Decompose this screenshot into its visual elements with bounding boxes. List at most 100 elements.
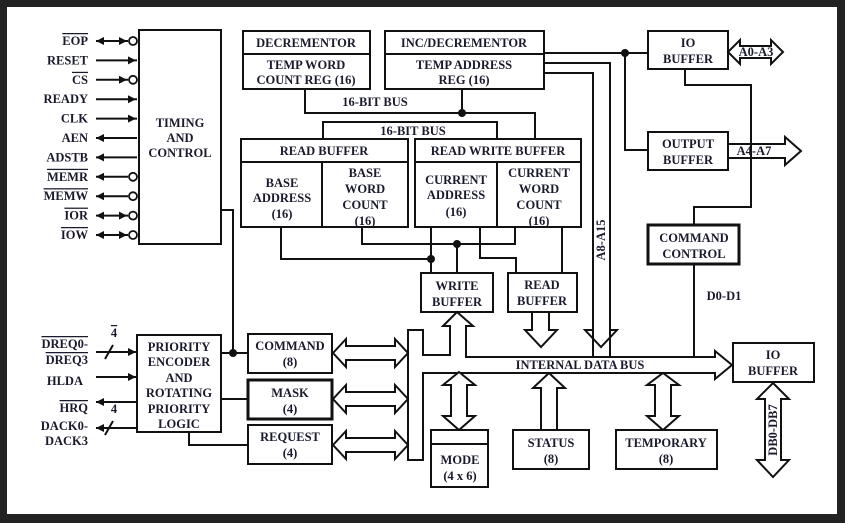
arrow-left-icon <box>96 424 104 432</box>
arrow-left-icon <box>96 153 104 162</box>
a8-a15-line-1 <box>544 62 611 370</box>
inversion-bubble-icon <box>128 191 138 202</box>
block-label: CONTROL <box>662 247 725 261</box>
signal-hrq: HRQ <box>60 398 136 415</box>
block-label: (16) <box>355 214 376 228</box>
signal-ior: IOR <box>64 209 138 223</box>
bus-label: DB0-DB7 <box>766 404 780 455</box>
signal-memr: MEMR <box>47 170 138 184</box>
block-label: ADDRESS <box>427 188 485 202</box>
block-label: TIMING <box>156 116 205 130</box>
block-label: BASE <box>349 166 382 180</box>
block-label: BUFFER <box>432 295 483 309</box>
block-label: DECREMENTOR <box>256 36 357 50</box>
bus-width-label: 4 <box>111 402 118 416</box>
inversion-bubble-icon <box>128 36 138 46</box>
bus-label: 16-BIT BUS <box>380 124 445 138</box>
a4-a7-output-arrow <box>727 134 803 168</box>
read-buffer-to-bus-arrow <box>522 311 560 349</box>
timing-to-priority-line <box>221 209 234 353</box>
signal-label: MEMR <box>47 170 89 184</box>
arrow-right-icon <box>128 114 136 123</box>
bus-label: D0-D1 <box>707 289 742 303</box>
signal-hlda: HLDA <box>47 373 136 388</box>
a0-a3-bidirectional-arrow <box>726 37 785 67</box>
block-label: TEMP ADDRESS <box>416 58 512 72</box>
arrow-right-icon <box>128 56 136 65</box>
block-label: (4) <box>283 446 298 460</box>
signal-label: CS <box>72 73 88 87</box>
inc-decrementor-block: INC/DECREMENTOR TEMP ADDRESS REG (16) <box>384 30 545 90</box>
block-label: CURRENT <box>425 173 487 187</box>
arrow-right-icon <box>128 348 136 356</box>
signal-dack0: DACK0-DACK3 4 <box>41 402 136 448</box>
io-buffer-top-block: IO BUFFER <box>647 30 729 70</box>
inversion-bubble-icon <box>128 230 138 240</box>
signal-label: DREQ0- <box>41 337 88 351</box>
block-label: (16) <box>529 214 550 228</box>
signal-clk: CLK <box>61 112 137 126</box>
block-label: (8) <box>544 452 559 466</box>
inversion-bubble-icon <box>128 171 138 182</box>
status-register: STATUS (8) <box>512 429 590 470</box>
internal-data-bus <box>407 310 734 461</box>
block-label: TEMP WORD <box>267 58 346 72</box>
block-label: BASE <box>266 176 299 190</box>
block-label: ENCODER <box>148 355 211 369</box>
signal-adstb: ADSTB <box>46 150 137 164</box>
block-label: LOGIC <box>158 417 200 431</box>
signal-label: DACK3 <box>45 434 88 448</box>
block-label: (8) <box>283 355 298 369</box>
block-label: BUFFER <box>517 294 568 308</box>
block-label: WORD <box>519 182 559 196</box>
block-label: CURRENT <box>508 166 570 180</box>
signal-label: HLDA <box>47 374 83 388</box>
arrow-left-icon <box>96 231 104 239</box>
block-label: AND <box>166 131 193 145</box>
block-label: COMMAND <box>659 231 728 245</box>
bus-label: 16-BIT BUS <box>342 95 407 109</box>
block-label: OUTPUT <box>662 137 715 151</box>
read-buffer-block: READ BUFFER <box>507 272 578 313</box>
bus-width-slash <box>104 344 114 360</box>
signal-aen: AEN <box>62 131 137 145</box>
block-label: STATUS <box>528 436 575 450</box>
write-buffer-block: WRITE BUFFER <box>420 272 494 313</box>
a8-a15-line-2 <box>544 72 594 370</box>
arrow-left-icon <box>96 172 104 181</box>
block-label: BUFFER <box>663 153 714 167</box>
signal-label: IOW <box>61 228 89 242</box>
read-write-buffer-group: READ WRITE BUFFER CURRENT ADDRESS (16) C… <box>414 138 582 228</box>
arrow-right-icon <box>119 231 127 239</box>
signal-label: AEN <box>62 131 88 145</box>
junction-dot <box>229 349 237 357</box>
inversion-bubble-icon <box>128 74 138 85</box>
timing-control-block: TIMING AND CONTROL <box>138 29 222 245</box>
block-label: COUNT REG (16) <box>256 73 355 87</box>
arrow-left-icon <box>96 211 104 220</box>
block-label: MODE <box>441 453 480 467</box>
bus-label: A4-A7 <box>737 144 772 158</box>
signal-label: DACK0- <box>41 419 88 433</box>
block-label: COUNT <box>516 198 562 212</box>
bus-width-label: 4 <box>111 326 118 340</box>
block-label: WORD <box>345 182 385 196</box>
junction-dot <box>427 255 435 263</box>
current-address-register: CURRENT ADDRESS (16) <box>425 173 487 219</box>
signal-label: READY <box>44 92 88 106</box>
block-label: INC/DECREMENTOR <box>401 36 528 50</box>
signal-label: MEMW <box>44 189 89 203</box>
arrow-right-icon <box>119 37 127 45</box>
signal-label: CLK <box>61 112 88 126</box>
block-label: (16) <box>272 207 293 221</box>
block-label: TEMPORARY <box>625 436 707 450</box>
junction-dot <box>453 240 461 248</box>
block-label: AND <box>165 371 192 385</box>
status-to-bus-arrow <box>530 371 568 431</box>
block-label: REG (16) <box>438 73 489 87</box>
mask-register: MASK (4) <box>246 378 334 421</box>
